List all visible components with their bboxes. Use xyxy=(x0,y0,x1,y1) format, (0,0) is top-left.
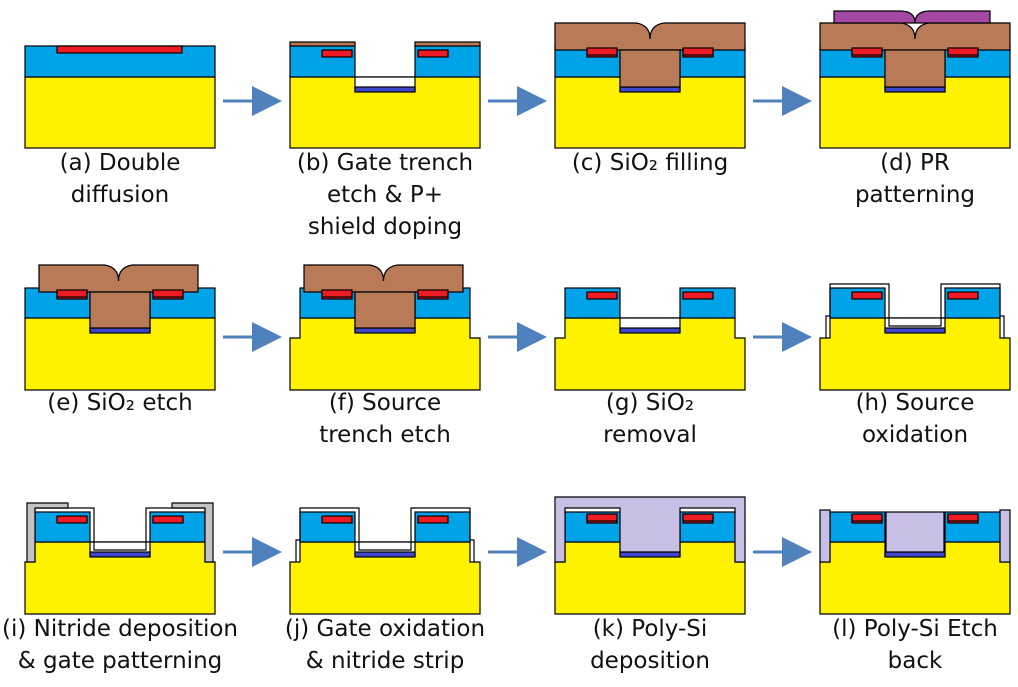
panel-f: (f) Source trench etch xyxy=(289,264,481,448)
panel-c: (c) SiO₂ filling xyxy=(554,22,746,176)
panel-h: (h) Source oxidation xyxy=(819,283,1011,448)
p-body-right xyxy=(944,287,1001,319)
step-label-e: (e) SiO₂ etch xyxy=(47,390,192,416)
step-label-l: (l) Poly-Si Etch xyxy=(832,616,998,642)
silicon-substrate xyxy=(554,317,746,391)
n-plus-source-right xyxy=(152,515,184,524)
n-plus-source-left xyxy=(586,47,618,56)
p-plus-shield xyxy=(354,551,416,558)
step-label-b: (b) Gate trench xyxy=(297,150,473,176)
nitride-right xyxy=(171,502,214,563)
step-label-k: deposition xyxy=(590,648,710,674)
sio2-cap xyxy=(303,264,464,293)
step-label-a: diffusion xyxy=(71,182,169,208)
p-plus-shield xyxy=(884,551,946,558)
panel-g: (g) SiO₂ removal xyxy=(554,287,746,448)
n-plus-source-right xyxy=(417,289,449,298)
p-plus-shield xyxy=(884,327,946,334)
hard-mask-left xyxy=(289,41,356,47)
n-plus-source-left xyxy=(56,289,88,298)
p-plus-shield xyxy=(884,86,946,93)
panel-j: (j) Gate oxidation & nitride strip xyxy=(285,507,485,674)
n-plus-source-right xyxy=(152,289,184,298)
sio2-trench-fill xyxy=(89,291,151,329)
step-label-c: (c) SiO₂ filling xyxy=(572,150,728,176)
panel-k: (k) Poly-Si deposition xyxy=(554,496,746,674)
n-plus-source-left xyxy=(851,513,883,522)
step-label-f: trench etch xyxy=(319,422,451,448)
p-plus-shield xyxy=(619,327,681,334)
p-plus-shield xyxy=(89,327,151,334)
panel-d: (d) PR patterning xyxy=(819,10,1011,208)
n-plus-source-right xyxy=(417,49,449,58)
p-plus-shield xyxy=(354,327,416,334)
poly-si-gate xyxy=(885,511,945,553)
silicon-substrate xyxy=(819,317,1011,391)
step-label-i: (i) Nitride deposition xyxy=(2,616,238,642)
sio2-cap xyxy=(38,264,199,293)
p-plus-shield xyxy=(89,551,151,558)
poly-si-layer xyxy=(554,496,746,563)
sio2-fill xyxy=(554,22,746,51)
n-plus-source-right xyxy=(682,47,714,56)
n-plus-source-right xyxy=(417,515,449,524)
oxide-liner xyxy=(295,507,475,562)
n-plus-source-left xyxy=(321,289,353,298)
n-plus-source-left xyxy=(56,515,88,524)
step-label-i: & gate patterning xyxy=(18,648,223,674)
step-label-h: (h) Source xyxy=(856,390,975,416)
step-label-g: (g) SiO₂ xyxy=(606,390,694,416)
step-label-d: (d) PR xyxy=(880,150,950,176)
silicon-substrate xyxy=(289,317,481,391)
p-plus-shield xyxy=(619,86,681,93)
silicon-substrate xyxy=(289,541,481,615)
sio2-trench-fill xyxy=(619,49,681,88)
n-plus-source-left xyxy=(586,291,618,300)
step-label-b: shield doping xyxy=(308,214,462,240)
photoresist xyxy=(833,10,991,24)
n-plus-source-left xyxy=(851,291,883,300)
p-body-left xyxy=(299,511,356,543)
step-label-b: etch & P+ xyxy=(327,182,443,208)
silicon-substrate xyxy=(24,76,216,149)
panel-i: (i) Nitride deposition & gate patterning xyxy=(2,502,238,674)
panel-e: (e) SiO₂ etch xyxy=(24,264,216,416)
sio2-fill xyxy=(819,22,1011,51)
step-label-j: (j) Gate oxidation xyxy=(285,616,485,642)
oxide-liner xyxy=(825,283,1005,338)
nitride-left xyxy=(26,502,69,563)
hard-mask-right xyxy=(414,41,481,47)
sio2-trench-fill xyxy=(354,291,416,329)
step-label-g: removal xyxy=(603,422,697,448)
step-label-l: back xyxy=(888,648,943,674)
n-plus-source-left xyxy=(321,515,353,524)
sio2-trench-fill xyxy=(884,49,946,88)
step-label-f: (f) Source xyxy=(329,390,441,416)
poly-si-right xyxy=(999,509,1011,563)
n-plus-source-right xyxy=(947,513,979,522)
n-plus-source-left xyxy=(321,49,353,58)
n-plus-source-left xyxy=(586,513,618,522)
n-plus-source-right xyxy=(947,47,979,56)
n-plus-source-right xyxy=(682,513,714,522)
step-label-h: oxidation xyxy=(862,422,968,448)
p-plus-shield xyxy=(619,551,681,558)
panel-l: (l) Poly-Si Etch back xyxy=(819,509,1011,674)
step-label-k: (k) Poly-Si xyxy=(593,616,708,642)
n-plus-source-left xyxy=(851,47,883,56)
step-label-d: patterning xyxy=(855,182,975,208)
n-plus-source-right xyxy=(682,291,714,300)
panel-a: (a) Double diffusion xyxy=(24,45,216,208)
n-plus-source-right xyxy=(947,291,979,300)
poly-si-left xyxy=(819,509,831,563)
step-label-j: & nitride strip xyxy=(306,648,465,674)
p-plus-shield xyxy=(354,86,416,93)
step-label-a: (a) Double xyxy=(60,150,181,176)
panel-b: (b) Gate trench etch & P+ shield doping xyxy=(289,41,481,240)
n-plus-implant xyxy=(56,45,183,54)
